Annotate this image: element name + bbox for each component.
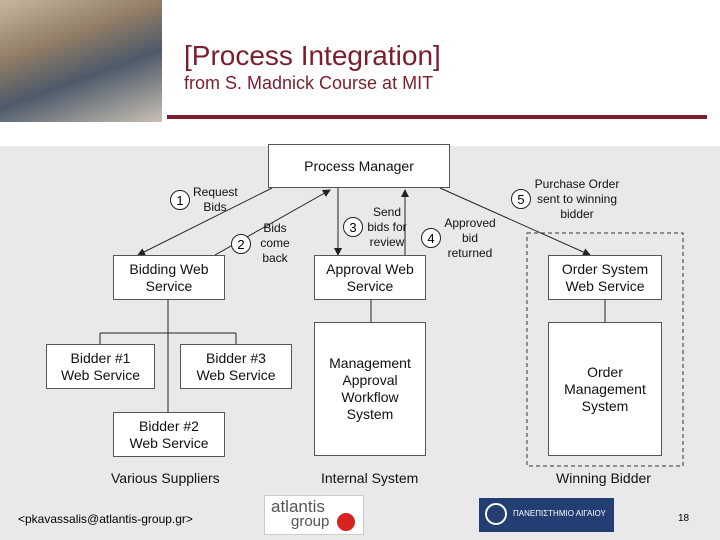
- step4-label: Approved bid returned: [444, 216, 496, 260]
- step2-label: Bids come back: [260, 221, 290, 265]
- bidder2-box: Bidder #2 Web Service: [113, 412, 225, 457]
- step2-circle: 2: [231, 234, 251, 254]
- arrow-request-bids: [137, 187, 273, 256]
- group-winning-bidder: Winning Bidder: [556, 470, 651, 486]
- bidding-web-service-box: Bidding Web Service: [113, 255, 225, 300]
- management-approval-box: Management Approval Workflow System: [314, 322, 426, 456]
- winning-bidder-region: [526, 232, 684, 467]
- university-aegean-logo: ΠΑΝΕΠΙΣΤΗΜΙΟ ΑΙΓΑΙΟΥ: [479, 498, 614, 532]
- bidder3-box: Bidder #3 Web Service: [180, 344, 292, 389]
- bidder1-box: Bidder #1 Web Service: [46, 344, 155, 389]
- header-photo: [0, 0, 162, 122]
- order-system-web-service-box: Order System Web Service: [548, 255, 662, 300]
- step4-circle: 4: [421, 228, 441, 248]
- footer-email: <pkavassalis@atlantis-group.gr>: [18, 512, 193, 526]
- step3-circle: 3: [343, 217, 363, 237]
- slide-title: [Process Integration]: [184, 40, 441, 71]
- step5-circle: 5: [511, 189, 531, 209]
- step1-label: Request Bids: [193, 185, 238, 214]
- process-manager-box: Process Manager: [268, 144, 450, 188]
- step1-circle: 1: [170, 190, 190, 210]
- atlantis-group-logo: atlantis group: [264, 495, 364, 535]
- group-various-suppliers: Various Suppliers: [111, 470, 220, 486]
- group-internal-system: Internal System: [321, 470, 419, 486]
- step3-label: Send bids for review: [367, 205, 407, 249]
- slide-subtitle: from S. Madnick Course at MIT: [184, 73, 434, 93]
- order-management-box: Order Management System: [548, 322, 662, 456]
- page-number: 18: [678, 513, 690, 524]
- title-rule: [167, 115, 707, 119]
- step5-label: Purchase Order sent to winning bidder: [534, 177, 620, 221]
- approval-web-service-box: Approval Web Service: [314, 255, 426, 300]
- arrow-purchase-order: [439, 187, 591, 256]
